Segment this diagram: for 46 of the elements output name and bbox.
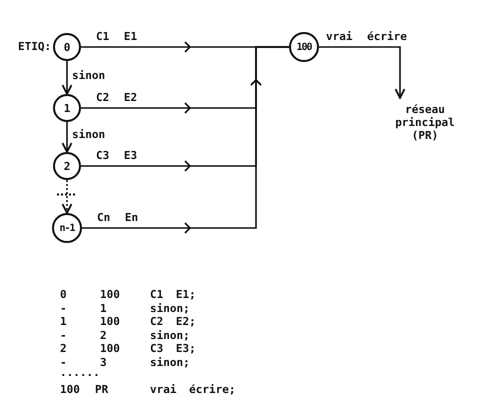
table-cell: C3 E3; [150, 342, 196, 355]
state-number: n-1 [59, 222, 75, 234]
table-cell: 100 [60, 382, 80, 396]
state-number: 1 [64, 102, 70, 114]
table-cell: sinon; [150, 356, 190, 368]
edge-label: C3 E3 [95, 150, 138, 162]
destination-label: réseau principal (PR) [394, 102, 456, 142]
table-cell: C2 E2; [150, 315, 196, 328]
edge-label: Cn En [96, 212, 140, 224]
table-cell: ...... [60, 366, 100, 379]
table-cell: - [60, 302, 67, 314]
table-cell: - [60, 328, 67, 342]
tag-label: ETIQ: [18, 40, 52, 53]
state-circle [53, 33, 81, 61]
table-cell: sinon; [150, 302, 190, 314]
table-cell: PR [95, 382, 108, 396]
table-cell: 100 [100, 342, 120, 355]
arrow [319, 46, 406, 99]
state-circle [52, 213, 82, 243]
edge-label: vrai écrire [325, 31, 408, 43]
edge-label: sinon [71, 70, 106, 82]
table-cell: 0 [60, 288, 67, 301]
arrow [62, 61, 72, 95]
state-number: 2 [64, 160, 70, 172]
table-cell: sinon; [150, 328, 190, 342]
table-cell: 1 [60, 315, 67, 328]
state-circle [53, 94, 81, 122]
state-circle [289, 32, 319, 62]
table-cell: - [60, 356, 67, 368]
arrow [81, 46, 290, 234]
arrow [62, 180, 72, 214]
edge-label: sinon [71, 129, 106, 141]
edge-label: C2 E2 [95, 92, 138, 104]
table-cell: 100 [100, 315, 120, 328]
state-circle [53, 152, 81, 180]
table-cell: 2 [100, 328, 107, 342]
table-cell: C1 E1; [150, 288, 196, 301]
table-cell: 100 [100, 288, 120, 301]
table-cell: 3 [100, 356, 107, 368]
table-cell: 2 [60, 342, 67, 355]
state-number: 100 [296, 42, 312, 52]
state-number: 0 [64, 40, 70, 54]
table-cell: 1 [100, 302, 107, 314]
table-cell: vrai écrire; [150, 382, 236, 396]
arrow [62, 122, 72, 153]
edge-label: C1 E1 [95, 31, 138, 43]
